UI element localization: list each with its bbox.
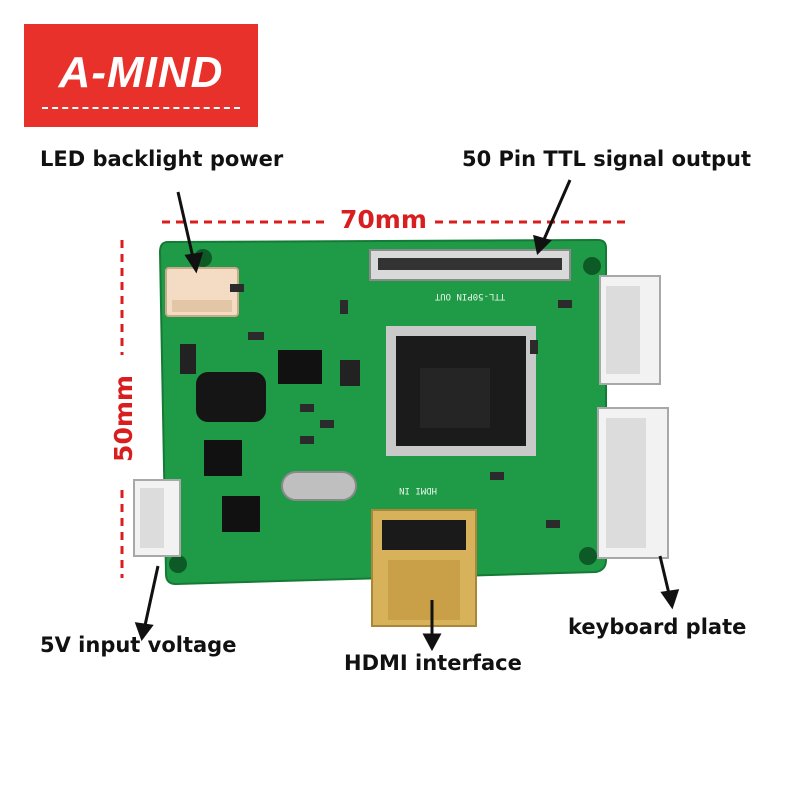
small-ic: [180, 344, 196, 374]
regulator-ic: [204, 440, 242, 476]
small-ic: [278, 350, 322, 384]
callout-ttl-signal-output: 50 Pin TTL signal output: [462, 147, 752, 171]
callout-led-backlight-power: LED backlight power: [40, 147, 284, 171]
width-dimension-label: 70mm: [340, 205, 427, 234]
silkscreen-ttl-label: TTL-50PIN OUT: [434, 291, 505, 301]
mounting-hole: [579, 547, 597, 565]
brand-logo-text: A-MIND: [58, 48, 224, 97]
height-dimension-label: 50mm: [108, 375, 138, 462]
inductor: [196, 372, 266, 422]
crystal-oscillator: [281, 471, 357, 501]
mounting-hole: [169, 555, 187, 573]
arrow-led-backlight: [176, 191, 196, 263]
callout-hdmi-interface: HDMI interface: [344, 651, 522, 675]
callout-keyboard-plate: keyboard plate: [568, 615, 747, 639]
silkscreen-hdmi-label: HDMI IN: [399, 485, 437, 495]
smd-components: [230, 284, 572, 528]
brand-logo-dashed-line: [42, 107, 240, 109]
small-ic: [340, 360, 360, 386]
brand-logo: A-MIND: [24, 24, 258, 127]
callout-input-voltage: 5V input voltage: [40, 633, 237, 657]
regulator-ic: [222, 496, 260, 532]
arrow-ttl-output: [540, 179, 572, 245]
arrow-input-voltage: [142, 565, 160, 631]
mounting-hole: [583, 257, 601, 275]
